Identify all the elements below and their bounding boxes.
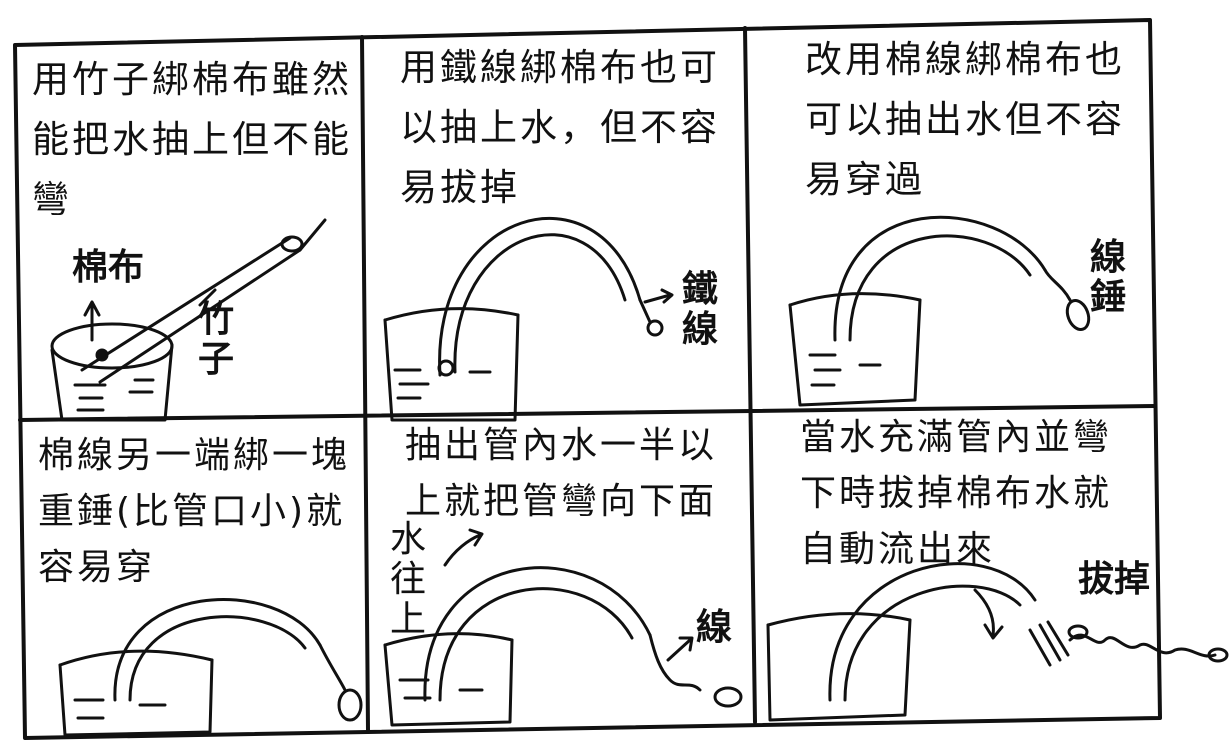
- panel-grid: [13, 18, 1162, 740]
- bamboo-tube: [80, 236, 302, 384]
- panel-2-drawing: [383, 216, 674, 422]
- thread-line: [648, 633, 702, 692]
- removed-thread: [1068, 633, 1217, 658]
- panel-2-caption: 用鐵線綁棉布也可以抽上水，但不容易拔掉: [400, 46, 720, 209]
- label-iron-wire: 鐵線: [681, 269, 718, 350]
- label-bamboo: 竹子: [197, 299, 234, 380]
- panel-4-caption: 棉線另一端綁一塊重錘(比管口小)就容易穿: [38, 435, 351, 588]
- cotton-thread: [1043, 268, 1072, 302]
- beaker: [383, 638, 514, 727]
- beaker: [50, 343, 174, 422]
- arched-tube: [833, 215, 1047, 342]
- beaker: [58, 658, 214, 737]
- water-up-arrow: [443, 528, 484, 567]
- beaker: [383, 313, 520, 422]
- label-thread-weight: 線錘: [1089, 237, 1126, 318]
- label-thread: 線: [696, 607, 733, 648]
- panel-4-drawing: [58, 598, 363, 737]
- cotton-thread: [318, 643, 347, 692]
- panel-3-drawing: [788, 215, 1091, 407]
- panel-1-drawing: [50, 218, 327, 422]
- label-water-up: 水往上: [389, 519, 426, 640]
- thread-weight: [1065, 298, 1091, 332]
- arched-tube: [423, 566, 652, 702]
- arched-tube: [113, 598, 322, 702]
- label-remove: 拔掉: [1078, 559, 1151, 600]
- flow-arrow: [973, 588, 1004, 640]
- thread-weight: [337, 688, 363, 722]
- arrow-bamboo: [198, 288, 217, 307]
- flow-lines: [1028, 620, 1070, 667]
- panel-5-drawing: [383, 528, 743, 727]
- panel-5-caption: 抽出管內水一半以上就把管彎向下面: [405, 425, 718, 522]
- label-cotton-cloth: 棉布: [72, 247, 145, 288]
- beaker: [788, 298, 922, 407]
- arrow-cloth: [83, 300, 101, 342]
- beaker: [766, 618, 912, 722]
- arched-tube: [438, 216, 642, 377]
- panel-6-caption: 當水充滿管內並彎下時拔掉棉布水就自動流出來: [800, 417, 1113, 570]
- arched-tube: [828, 562, 1037, 702]
- iron-wire: [638, 298, 652, 324]
- panel-3-caption: 改用棉線綁棉布也可以抽出水但不容易穿過: [805, 38, 1125, 201]
- thread-weight: [713, 686, 743, 708]
- panel-6-drawing: [766, 562, 1229, 722]
- panel-1-caption: 用竹子綁棉布雖然能把水抽上但不能彎: [32, 58, 352, 221]
